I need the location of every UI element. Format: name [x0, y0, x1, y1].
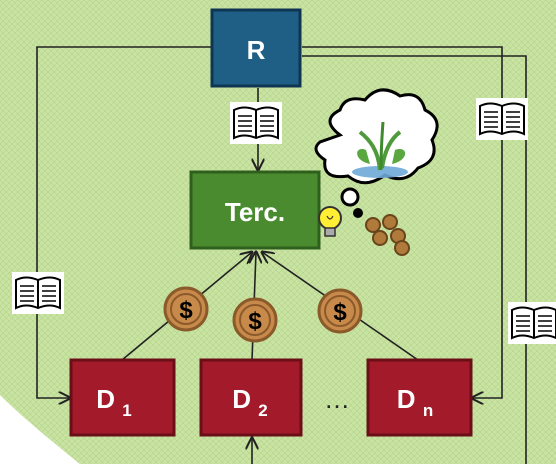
thought-bubble-icon	[314, 88, 439, 218]
node-root: R	[210, 8, 302, 88]
book-icon	[476, 98, 528, 140]
coin-symbol: $	[333, 299, 347, 326]
edge-root-d1	[36, 46, 212, 398]
node-dn-label: D	[397, 384, 416, 414]
node-d2-label: D	[232, 384, 251, 414]
svg-text:D 2: D 2	[232, 384, 267, 420]
lightbulb-icon	[318, 206, 342, 237]
svg-text:D 1: D 1	[96, 384, 131, 420]
node-d2-sub: 2	[258, 401, 267, 420]
coin-icon: $	[232, 297, 278, 343]
node-d1-label: D	[96, 384, 115, 414]
ellipsis: …	[324, 384, 350, 414]
book-icon	[230, 102, 282, 144]
node-center-label: Terc.	[225, 197, 285, 227]
node-center: Terc.	[189, 170, 321, 250]
edge-root-dn	[302, 46, 503, 398]
node-dn-sub: n	[423, 401, 433, 420]
node-dn: D n	[366, 358, 473, 437]
node-d1: D 1	[69, 358, 176, 437]
coin-icon: $	[163, 286, 209, 332]
plant-icon	[352, 121, 408, 178]
coin-icon: $	[317, 288, 363, 334]
node-d1-sub: 1	[122, 401, 131, 420]
coin-symbol: $	[248, 308, 262, 335]
book-icon	[12, 272, 64, 314]
coin-symbol: $	[179, 297, 193, 324]
book-icon	[508, 302, 556, 344]
node-d2: D 2	[199, 358, 303, 437]
seeds-icon	[365, 214, 410, 256]
svg-text:D n: D n	[397, 384, 433, 420]
node-root-label: R	[247, 35, 266, 65]
